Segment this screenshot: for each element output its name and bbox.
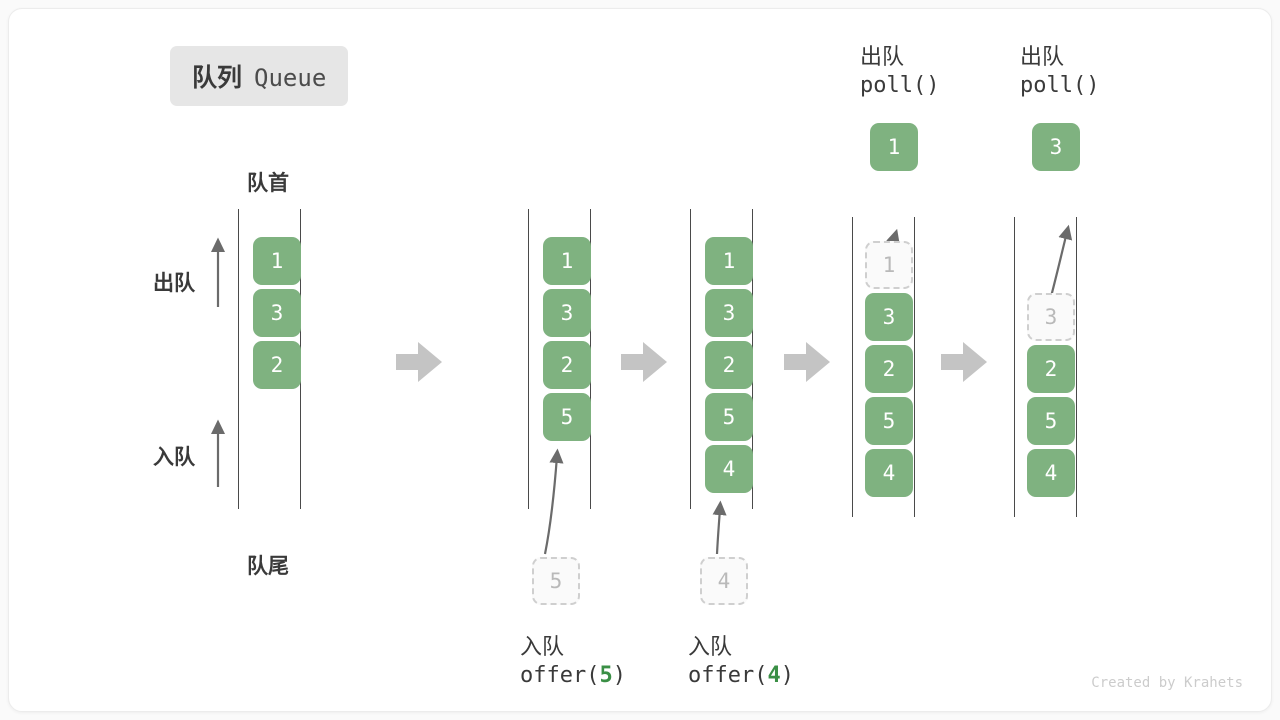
offer-5-label-code: offer(5)	[520, 663, 626, 688]
diagram-title-badge: 队列 Queue	[170, 46, 349, 106]
offer-4-flow-arrow	[712, 500, 727, 555]
poll-3-label-cn: 出队	[1020, 44, 1065, 69]
rail-left	[528, 209, 529, 509]
diagram-card: 队列 Queue 队首 队尾 出队 入队	[8, 8, 1272, 712]
rail-left	[1014, 217, 1015, 517]
queue-box: 1	[705, 237, 753, 285]
polled-element-box: 3	[1032, 123, 1080, 171]
step-arrow-1	[396, 342, 442, 382]
queue-head-label: 队首	[247, 172, 289, 195]
queue-box: 2	[543, 341, 591, 389]
step-arrow-2	[621, 342, 667, 382]
enqueue-direction-label: 入队	[153, 446, 195, 469]
removed-element-ghost: 1	[865, 241, 913, 289]
queue-tail-label: 队尾	[247, 555, 289, 578]
queue-box: 2	[253, 341, 301, 389]
queue-box: 1	[253, 237, 301, 285]
pending-element-ghost: 4	[700, 557, 748, 605]
queue-box: 1	[543, 237, 591, 285]
poll-3-label-code: poll()	[1020, 73, 1100, 98]
queue-box: 2	[865, 345, 913, 393]
rail-right	[1076, 217, 1077, 517]
poll-1-label-cn: 出队	[860, 44, 905, 69]
queue-box: 2	[705, 341, 753, 389]
rail-left	[238, 209, 239, 509]
queue-box: 3	[253, 289, 301, 337]
queue-box-new: 4	[705, 445, 753, 493]
offer-5-label-cn: 入队	[520, 634, 565, 659]
rail-right	[914, 217, 915, 517]
title-chinese: 队列	[192, 64, 243, 92]
removed-element-ghost: 3	[1027, 293, 1075, 341]
queue-box: 5	[705, 393, 753, 441]
poll-1-label-code: poll()	[860, 73, 940, 98]
dequeue-direction-label: 出队	[153, 272, 195, 295]
title-english: Queue	[254, 64, 327, 92]
step-arrow-3	[784, 342, 830, 382]
queue-box: 3	[865, 293, 913, 341]
queue-box: 2	[1027, 345, 1075, 393]
pending-element-ghost: 5	[532, 557, 580, 605]
step-arrow-4	[941, 342, 987, 382]
queue-box: 5	[1027, 397, 1075, 445]
offer-4-label-cn: 入队	[688, 634, 733, 659]
offer-4-label-code: offer(4)	[688, 663, 794, 688]
rail-left	[852, 217, 853, 517]
arrows-overlay	[210, 224, 1073, 555]
queue-box: 4	[1027, 449, 1075, 497]
queue-box-new: 5	[543, 393, 591, 441]
queue-box: 3	[705, 289, 753, 337]
credit-text: Created by Krahets	[1091, 675, 1243, 691]
queue-box: 4	[865, 449, 913, 497]
queue-box: 3	[543, 289, 591, 337]
polled-element-box: 1	[870, 123, 918, 171]
offer-5-flow-arrow	[543, 448, 564, 555]
rail-left	[690, 209, 691, 509]
queue-box: 5	[865, 397, 913, 445]
